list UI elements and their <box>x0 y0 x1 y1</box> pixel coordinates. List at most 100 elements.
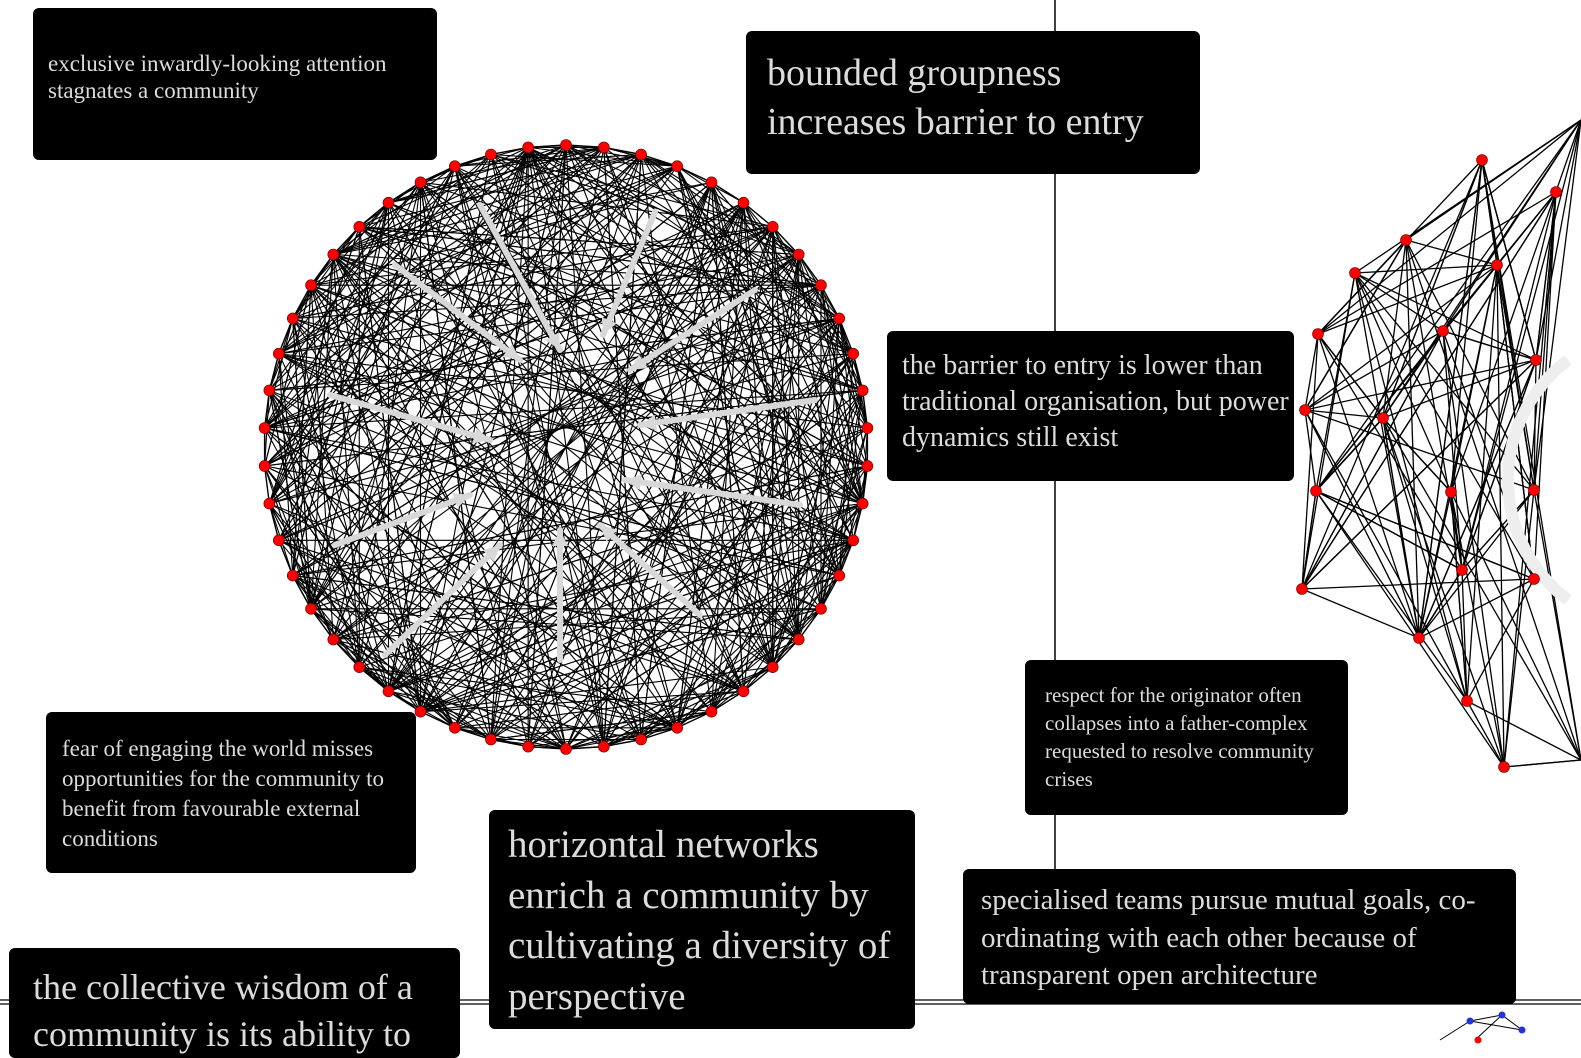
network-node <box>1462 696 1473 707</box>
network-edge <box>1467 579 1534 701</box>
network-node <box>636 149 647 160</box>
arrow-head <box>552 530 568 546</box>
network-node <box>815 280 826 291</box>
network-edge <box>1302 334 1318 589</box>
network-node <box>449 722 460 733</box>
network-node <box>857 498 868 509</box>
network-node <box>383 686 394 697</box>
network-node <box>1297 584 1308 595</box>
note-groupness: bounded groupness increases barrier to e… <box>746 31 1200 174</box>
network-node <box>793 249 804 260</box>
network-node <box>328 634 339 645</box>
network-edge <box>1302 589 1419 638</box>
note-originator: respect for the originator often collaps… <box>1025 660 1348 815</box>
network-edge <box>1536 120 1581 360</box>
network-node <box>706 706 717 717</box>
dense-circular-network <box>259 140 873 755</box>
network-node <box>523 741 534 752</box>
network-node <box>561 744 572 755</box>
network-edges <box>265 145 868 749</box>
network-edge <box>1383 418 1504 767</box>
network-edge <box>491 428 868 739</box>
network-node <box>636 734 647 745</box>
network-node <box>354 662 365 673</box>
network-node <box>1477 155 1488 166</box>
network-edge <box>1406 240 1497 265</box>
network-node <box>815 603 826 614</box>
network-node <box>264 385 275 396</box>
network-node <box>306 280 317 291</box>
network-node <box>273 348 284 359</box>
network-node <box>287 313 298 324</box>
note-horizontal: horizontal networks enrich a community b… <box>489 810 915 1029</box>
network-node <box>706 177 717 188</box>
network-node <box>287 570 298 581</box>
note-fear: fear of engaging the world misses opport… <box>46 712 416 873</box>
network-node <box>354 221 365 232</box>
network-edge <box>821 428 867 609</box>
network-edge <box>1443 331 1504 767</box>
network-edge <box>1497 265 1504 767</box>
network-edge <box>1451 492 1504 767</box>
network-node <box>767 662 778 673</box>
network-node <box>1414 633 1425 644</box>
network-node <box>598 142 609 153</box>
network-edge <box>528 147 677 727</box>
network-edge <box>1504 760 1581 767</box>
network-node <box>306 603 317 614</box>
network-node <box>672 722 683 733</box>
network-node <box>793 634 804 645</box>
network-node <box>857 385 868 396</box>
network-node <box>328 249 339 260</box>
network-node <box>1313 329 1324 340</box>
network-node <box>1311 486 1322 497</box>
network-node <box>672 161 683 172</box>
note-barrier: the barrier to entry is lower than tradi… <box>887 331 1294 481</box>
network-edge <box>1318 120 1581 334</box>
network-node <box>1499 762 1510 773</box>
network-node <box>273 535 284 546</box>
network-node <box>1446 487 1457 498</box>
network-node <box>834 313 845 324</box>
network-edge <box>566 728 677 749</box>
network-node <box>862 423 873 434</box>
network-node <box>1551 187 1562 198</box>
network-node <box>561 140 572 151</box>
network-node <box>1438 326 1449 337</box>
note-teams: specialised teams pursue mutual goals, c… <box>963 869 1516 1004</box>
network-node <box>598 741 609 752</box>
network-node <box>848 348 859 359</box>
network-node <box>415 177 426 188</box>
network-node <box>264 498 275 509</box>
note-wisdom: the collective wisdom of a community is … <box>9 948 460 1058</box>
network-node <box>1457 565 1468 576</box>
network-node <box>259 423 270 434</box>
network-edge <box>1355 273 1451 492</box>
small-corner-network <box>1440 1012 1526 1044</box>
network-node <box>485 149 496 160</box>
white-arc <box>1508 360 1568 600</box>
network-node <box>259 460 270 471</box>
network-node <box>1300 405 1311 416</box>
network-node <box>523 142 534 153</box>
network-node <box>1529 485 1540 496</box>
network-node <box>1531 355 1542 366</box>
note-stagnation: exclusive inwardly-looking attention sta… <box>33 8 437 160</box>
network-edge <box>1316 491 1462 570</box>
network-node <box>834 570 845 581</box>
network-node <box>485 734 496 745</box>
network-node <box>1401 235 1412 246</box>
network-node <box>862 460 873 471</box>
network-node <box>1350 268 1361 279</box>
network-edge <box>1305 240 1406 410</box>
network-edge <box>1482 160 1581 760</box>
network-node <box>415 706 426 717</box>
network-edge <box>1462 570 1467 701</box>
network-node <box>767 221 778 232</box>
network-edge <box>1305 265 1497 410</box>
network-node <box>383 197 394 208</box>
network-node <box>1492 260 1503 271</box>
network-node <box>848 535 859 546</box>
network-node <box>738 686 749 697</box>
network-node <box>738 197 749 208</box>
